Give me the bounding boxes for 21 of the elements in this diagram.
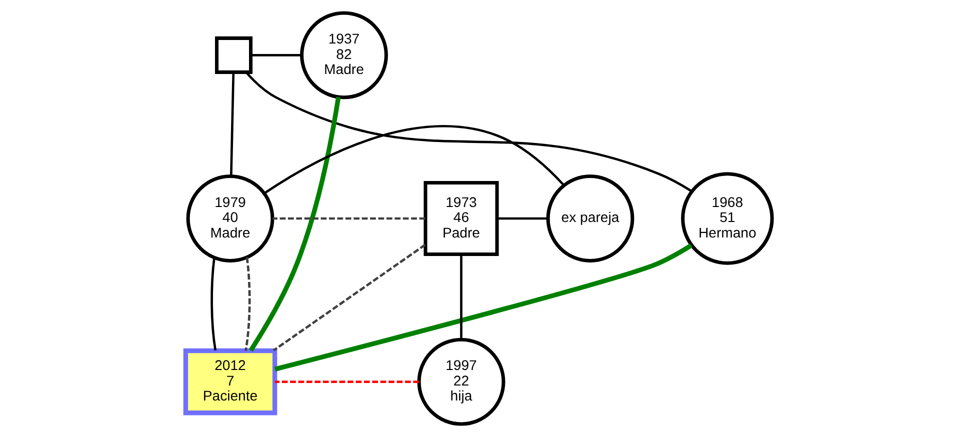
node-circle: 1968 51 Hermano [681, 172, 774, 265]
connector [264, 125, 565, 194]
connector [244, 257, 251, 351]
connector [274, 243, 692, 372]
node-circle: ex pareja [546, 174, 634, 262]
connector [274, 380, 420, 383]
connector [251, 54, 302, 56]
node-box [215, 36, 253, 74]
node-box: 1973 46 Padre [424, 180, 499, 256]
node-circle: 1937 82 Madre [300, 11, 388, 100]
node-circle: 1997 22 hija [417, 338, 506, 426]
connector [460, 254, 462, 340]
connector [272, 244, 426, 352]
node-circle: 1979 40 Madre [186, 174, 274, 262]
connector [272, 217, 426, 220]
node-box: 2012 7 Paciente [183, 348, 278, 416]
connector [245, 72, 692, 192]
connector [497, 217, 548, 220]
connector [248, 96, 341, 352]
connector [230, 72, 235, 176]
connector [210, 258, 217, 350]
